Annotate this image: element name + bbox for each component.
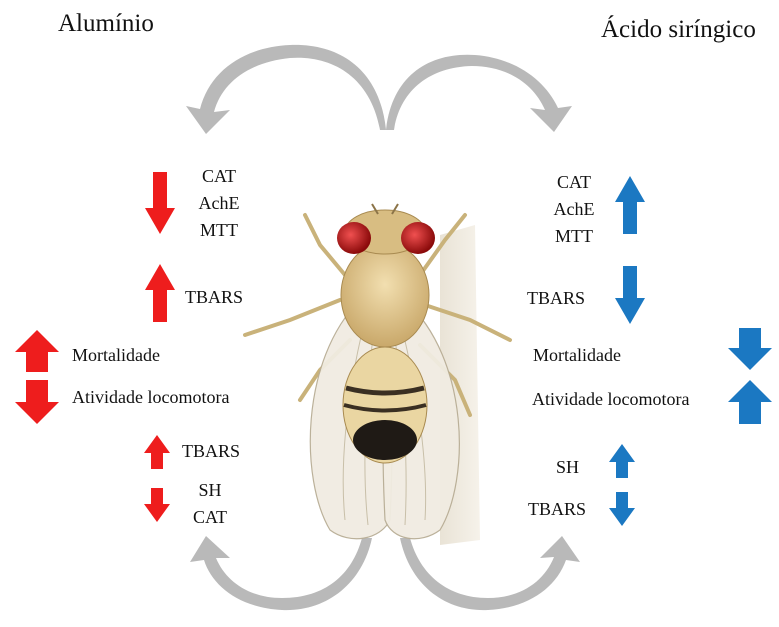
syringic-group2-arrow-down-icon [615,266,645,324]
syringic-label-tbars-1: TBARS [527,285,585,312]
syringic-locomotor-arrow-up-icon [728,380,772,424]
drosophila-fly-illustration [245,204,510,545]
syringic-label-cat: CAT [545,169,603,196]
syringic-label-sh: SH [556,454,579,481]
syringic-group1-arrow-up-icon [615,176,645,234]
curved-arrow-bottom-right-icon [400,536,580,610]
syringic-group1-labels: CAT AchE MTT [545,169,603,250]
syringic-label-ache: AchE [545,196,603,223]
aluminium-label-tbars-2: TBARS [182,438,240,465]
aluminium-label-sh: SH [186,477,234,504]
aluminium-group1-arrow-down-icon [145,172,175,234]
aluminium-label-tbars-1: TBARS [185,284,243,311]
syringic-label-mtt: MTT [545,223,603,250]
aluminium-label-mtt: MTT [190,217,248,244]
syringic-label-tbars-2: TBARS [528,496,586,523]
aluminium-label-cat: CAT [190,163,248,190]
curved-arrow-top-left-icon [186,45,386,134]
aluminium-locomotor-arrow-down-icon [15,380,59,424]
aluminium-group1-labels: CAT AchE MTT [190,163,248,244]
syringic-group3-arrow-up-icon [609,444,635,478]
syringic-mortality-arrow-down-icon [728,328,772,370]
syringic-label-mortality: Mortalidade [533,342,621,369]
aluminium-mortality-arrow-up-icon [15,330,59,372]
aluminium-group4-arrow-down-icon [144,488,170,522]
aluminium-label-cat-2: CAT [186,504,234,531]
syringic-label-locomotor: Atividade locomotora [532,386,689,413]
aluminium-group2-arrow-up-icon [145,264,175,322]
aluminium-group4-labels: SH CAT [186,477,234,531]
aluminium-group3-arrow-up-icon [144,435,170,469]
aluminium-label-locomotor: Atividade locomotora [72,384,229,411]
aluminium-label-mortality: Mortalidade [72,342,160,369]
syringic-group4-arrow-down-icon [609,492,635,526]
curved-arrow-top-right-icon [386,55,572,132]
curved-arrow-bottom-left-icon [190,536,372,610]
aluminium-label-ache: AchE [190,190,248,217]
